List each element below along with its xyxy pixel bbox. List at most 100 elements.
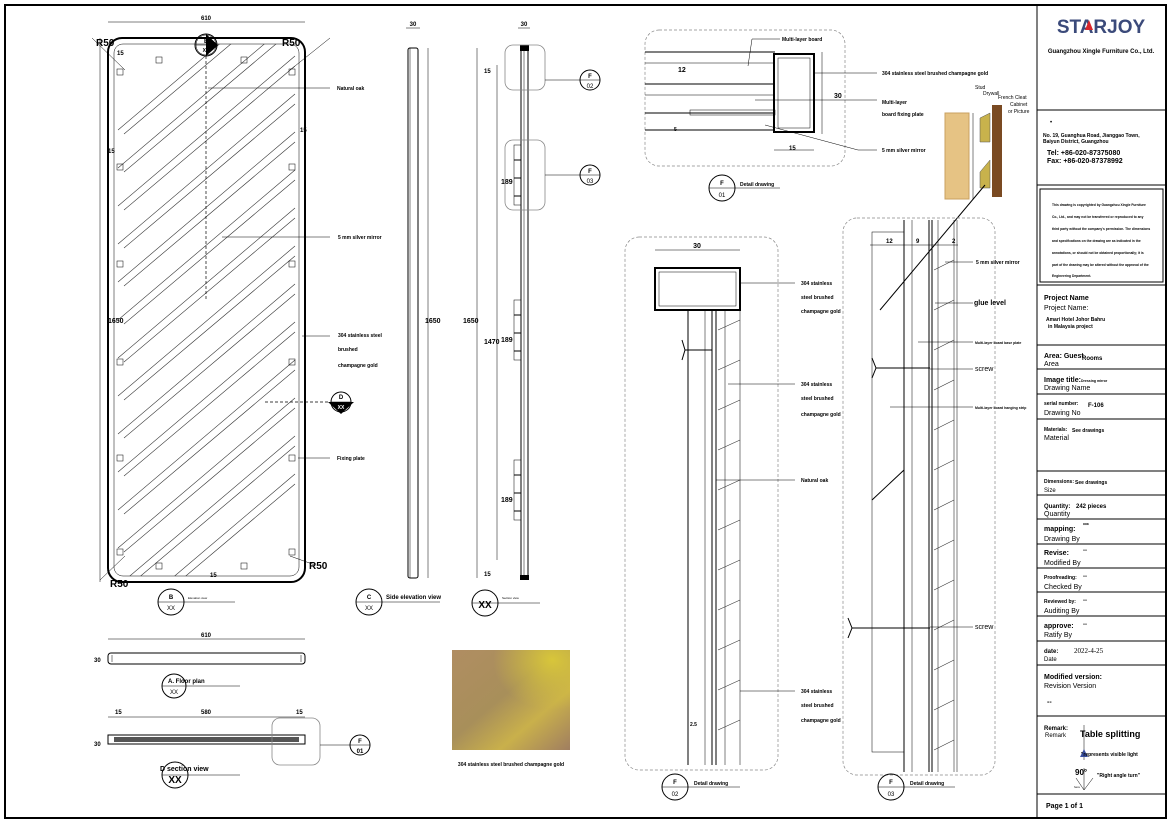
svg-text:French Cleat: French Cleat [998,95,1027,101]
title-block-content: STARJOY Guangzhou Xingle Furniture Co., … [1037,17,1166,810]
plate-dimension: 189 [501,497,513,504]
serial-number-label: serial number: [1044,401,1079,407]
glass-hatch-line [933,299,955,311]
mirror-hatch-line [117,55,296,207]
svg-text:F: F [358,739,362,745]
quantity-value: 242 pieces [1076,504,1107,510]
label-steel: 304 stainless steel [338,333,383,339]
side-marker-letter: C [367,595,372,601]
proofreading-value: -- [1083,574,1087,580]
svg-text:F: F [720,181,724,187]
glass-hatch-line [717,719,741,731]
mirror-hatch-line [123,331,296,477]
dimensions-value: See drawings [1075,480,1107,486]
svg-text:610: 610 [201,633,212,639]
mirror-hatch-line [117,397,296,549]
label-fixing-plate: Fixing plate [337,456,365,462]
offset-dimension: 15 [117,51,124,57]
size-label: Size [1044,488,1056,494]
fixing-plate-icon [288,454,296,462]
svg-text:03: 03 [888,792,895,798]
svg-text:03: 03 [587,179,594,185]
glass-hatch-line [717,399,741,411]
svg-text:This drawing is copyrighted by: This drawing is copyrighted by Guangzhou… [1052,203,1146,207]
svg-text:580: 580 [201,710,212,716]
mirror-hatch-line [117,321,296,473]
svg-text:steel brushed: steel brushed [801,703,834,709]
side-marker-ref: XX [365,606,373,612]
materials-label: Materials: [1044,427,1068,433]
mirror-hatch-line [117,207,296,359]
reviewed-label: Reviewed by: [1044,599,1076,605]
section-marker-d: D XX [265,391,354,414]
telephone: Tel: +86-020-87375080 [1047,150,1120,157]
svg-text:champagne gold: champagne gold [801,718,841,724]
offset-dimension: 15 [210,573,217,579]
label-multilayer-board: Multi-layer board [782,37,822,43]
fixing-plate-icon [288,163,296,171]
plate-dimension: 189 [501,179,513,186]
svg-text:part of the drawing may be alt: part of the drawing may be altered witho… [1052,263,1149,267]
reviewed-value: -- [1083,598,1087,604]
label-mirror: 5 mm silver mirror [882,148,926,154]
glass-hatch-line [717,359,741,371]
address-line: Baiyun District, Guangzhou [1043,139,1109,145]
angle-label: 90° [1075,768,1087,777]
glass-hatch-line [717,679,741,691]
fixing-plate [513,459,522,521]
address-line: No. 19, Guanghua Road, Jianggao Town, [1043,133,1140,139]
mirror-hatch-line [117,435,296,576]
svg-text:01: 01 [719,193,726,199]
screw-icon [871,357,930,379]
label-steel: champagne gold [338,363,378,369]
label-mirror: 5 mm silver mirror [338,235,382,241]
materials-value: See drawings [1072,428,1104,434]
svg-text:Drywall: Drywall [983,91,999,97]
label-screw: screw [975,366,994,373]
svg-text:F: F [889,780,893,786]
svg-text:02: 02 [587,84,594,90]
svg-text:15: 15 [789,146,796,152]
glass-hatch-line [933,619,955,631]
project-label: Project Name [1044,295,1089,302]
section-marker-ref: XX [478,600,492,611]
svg-text:or Picture: or Picture [1008,109,1030,115]
title-block [1036,4,1167,819]
svg-text:5: 5 [674,127,677,133]
svg-text:Stud: Stud [975,85,986,91]
side-height-dimension: 1650 [425,318,441,325]
detail-caption: Detail drawing [694,781,728,787]
glass-hatch-line [717,639,741,651]
side-elevation-view: 30 1650 C XX Side elevation view [355,22,441,616]
end-dimension: 15 [484,572,491,578]
fixing-plate-icon [288,358,296,366]
radius-label: R50 [282,38,301,49]
svg-text:steel brushed: steel brushed [801,295,834,301]
label-fixing-plate: board fixing plate [882,112,924,118]
fixing-plate-icon [288,68,296,76]
plate-dimension: 189 [501,337,513,344]
glass-hatch-line [933,339,955,351]
area-value: Rooms [1082,356,1103,362]
svg-text:02: 02 [672,792,679,798]
mirror-hatch-line [123,179,296,325]
mirror-hatch-line [117,131,296,283]
project-label-secondary: Project Name: [1044,305,1088,312]
mirror-hatch-line [123,44,296,173]
project-name: in Malaysia project [1048,324,1093,330]
glass-hatch-line [717,319,741,331]
table-splitting-label: Table splitting [1080,729,1140,739]
company-logo: STARJOY [1057,17,1146,38]
glass-hatch-line [933,499,955,511]
label-mirror: 5 mm silver mirror [976,260,1020,266]
project-name: Amari Hotel Johor Bahru [1046,317,1105,323]
approve-label: approve: [1044,623,1074,630]
mirror-hatch-line [123,407,296,553]
d-section-caption: D section view [160,766,209,773]
copyright-box [1039,188,1164,283]
fixing-plate-icon [288,260,296,268]
offset-dimension: 15 [300,128,307,134]
drawing-no-label: Drawing No [1044,410,1081,417]
material-sample-caption: 304 stainless steel brushed champagne go… [458,762,564,768]
